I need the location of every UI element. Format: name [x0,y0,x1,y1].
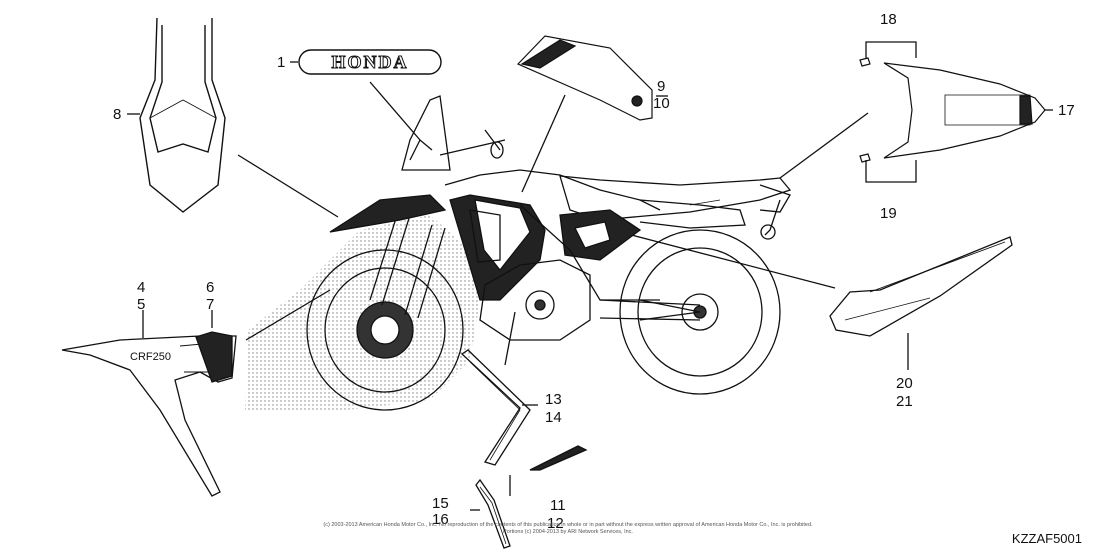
leader-lines [127,41,1053,511]
callout-21: 21 [896,393,913,410]
callout-16: 16 [432,511,449,528]
copyright-line-2: Portions (c) 2004-2013 by ARI Network Se… [503,529,633,535]
motorcycle-illustration [306,95,792,411]
callout-17: 17 [1058,102,1075,119]
callout-5: 5 [137,296,146,313]
callout-1: 1 [277,54,286,71]
callout-20: 20 [896,375,913,392]
seat-detail [689,199,721,206]
shroud-decal-left: CRF250 [61,331,237,497]
tail-decal [829,236,1013,337]
diagram-part-code: KZZAF5001 [1011,531,1082,546]
honda-logo-text: HONDA [332,52,409,72]
shroud-stripe-decal [460,349,531,466]
callout-11: 11 [550,497,566,514]
fork-guard-stripe [475,478,511,549]
callout-8: 8 [113,106,122,123]
callout-13: 13 [545,391,562,408]
copyright-notice: (c) 2003-2013 American Honda Motor Co., … [318,522,818,536]
copyright-line-1: (c) 2003-2013 American Honda Motor Co., … [323,522,813,528]
side-panel-decal [516,35,653,121]
callout-7: 7 [206,296,215,313]
callout-9: 9 [657,78,666,95]
callout-6: 6 [206,279,215,296]
callout-18: 18 [880,11,897,28]
callout-19: 19 [880,205,897,222]
rear-fender-decal [859,57,1046,163]
honda-logo-decal: HONDA [298,49,442,75]
callout-12: 12 [547,515,564,532]
small-side-decal [529,445,588,471]
front-fender-decal [139,17,226,213]
callout-15: 15 [432,495,449,512]
shroud-stripe-text: CRF250 [130,351,171,363]
callout-10: 10 [653,95,670,112]
callout-4: 4 [137,279,146,296]
callout-14: 14 [545,409,562,426]
